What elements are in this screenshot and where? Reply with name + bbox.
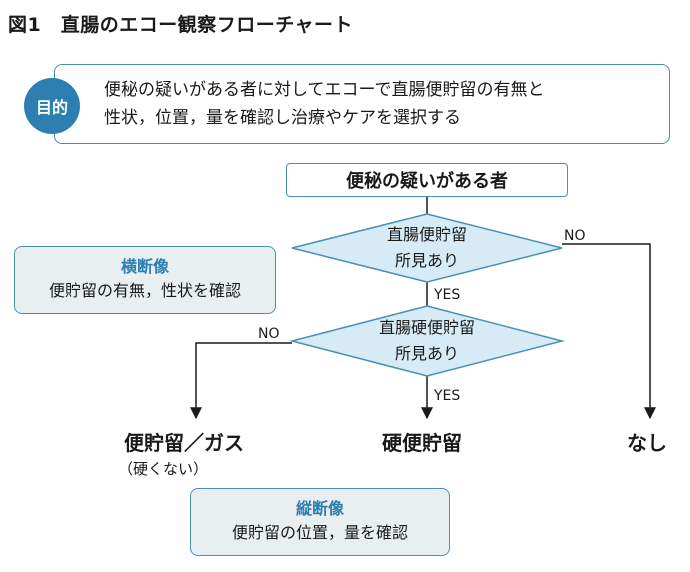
outcome-none: なし bbox=[627, 431, 667, 455]
longitudinal-view-body: 便貯留の位置，量を確認 bbox=[231, 523, 408, 542]
decision2-line-1: 直腸硬便貯留 bbox=[378, 318, 475, 337]
outcome-stool-gas-note: （硬くない） bbox=[118, 460, 209, 478]
purpose-badge: 目的 bbox=[24, 78, 80, 134]
decision2-no-label: NO bbox=[258, 326, 280, 342]
purpose-line-1: 便秘の疑いがある者に対してエコーで直腸便貯留の有無と bbox=[104, 80, 545, 100]
purpose-box bbox=[54, 64, 670, 144]
outcome-hard-stool: 硬便貯留 bbox=[382, 431, 462, 455]
outcome-stool-gas: 便貯留／ガス bbox=[124, 431, 244, 455]
connector-decision2-no bbox=[190, 342, 292, 420]
transverse-view-body: 便貯留の有無，性状を確認 bbox=[48, 281, 241, 300]
transverse-view-note: 横断像 便貯留の有無，性状を確認 bbox=[14, 246, 276, 314]
decision1-line-1: 直腸便貯留 bbox=[386, 225, 467, 244]
decision2-label: 直腸硬便貯留 所見あり bbox=[352, 315, 502, 367]
purpose-line-2: 性状，位置，量を確認し治療やケアを選択する bbox=[104, 108, 461, 128]
longitudinal-view-note: 縦断像 便貯留の位置，量を確認 bbox=[190, 488, 450, 556]
connector-decision1-no bbox=[562, 243, 656, 420]
decision2-yes-label: YES bbox=[434, 388, 461, 404]
decision2-line-2: 所見あり bbox=[394, 344, 459, 363]
longitudinal-view-title: 縦断像 bbox=[295, 499, 344, 518]
decision1-line-2: 所見あり bbox=[394, 251, 459, 270]
start-node: 便秘の疑いがある者 bbox=[286, 163, 568, 197]
decision2-diamond bbox=[289, 305, 565, 377]
decision1-yes-label: YES bbox=[434, 287, 461, 303]
figure-title: 図1 直腸のエコー観察フローチャート bbox=[8, 14, 354, 36]
decision1-diamond bbox=[291, 213, 563, 283]
decision1-no-label: NO bbox=[564, 228, 586, 244]
transverse-view-title: 横断像 bbox=[120, 257, 169, 276]
decision1-label: 直腸便貯留 所見あり bbox=[352, 222, 502, 274]
purpose-text: 便秘の疑いがある者に対してエコーで直腸便貯留の有無と 性状，位置，量を確認し治療… bbox=[104, 76, 664, 132]
